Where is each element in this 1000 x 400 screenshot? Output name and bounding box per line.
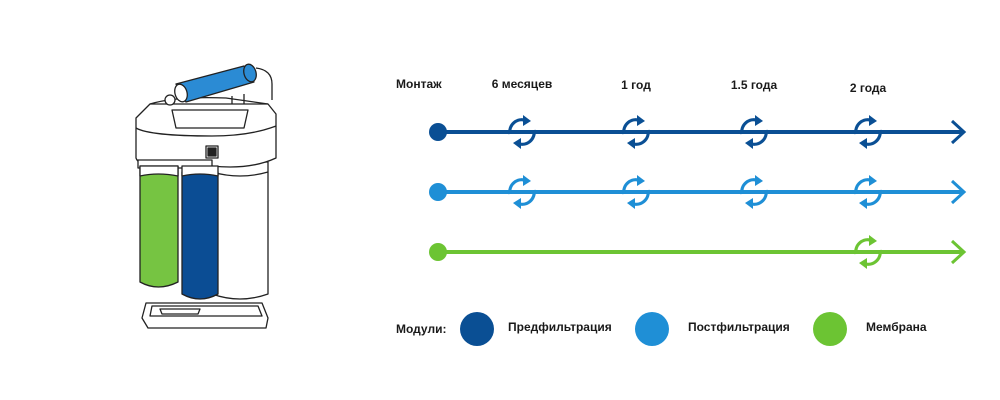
- track-arrowhead: [950, 119, 967, 145]
- legend-items: Предфильтрация Постфильтрация Мембрана: [460, 312, 927, 346]
- legend-label: Мембрана: [866, 320, 927, 334]
- replace-cycle-icon: [854, 175, 882, 209]
- milestone-label: 6 месяцев: [492, 77, 553, 91]
- track-postfilter: [429, 175, 967, 209]
- install-dot: [429, 123, 447, 141]
- legend-swatch: [635, 312, 669, 346]
- postfilter-cartridge: [164, 63, 273, 106]
- filter-system-illustration: [135, 63, 277, 329]
- legend-swatch: [813, 312, 847, 346]
- tracks: [429, 115, 967, 269]
- replace-cycle-icon: [740, 115, 768, 149]
- track-arrowhead: [950, 179, 967, 205]
- track-prefilter: [429, 115, 967, 149]
- legend-item: Постфильтрация: [635, 312, 790, 346]
- install-dot: [429, 183, 447, 201]
- install-dot: [429, 243, 447, 261]
- milestone-label: 2 года: [850, 81, 887, 95]
- timeline: Монтаж 6 месяцев 1 год 1.5 года 2 года: [396, 77, 967, 269]
- legend: Модули: Предфильтрация Постфильтрация Мемб…: [396, 312, 927, 346]
- track-membrane: [429, 235, 967, 269]
- legend-title: Модули:: [396, 322, 446, 336]
- legend-item: Предфильтрация: [460, 312, 612, 346]
- replace-cycle-icon: [740, 175, 768, 209]
- legend-item: Мембрана: [813, 312, 927, 346]
- replace-cycle-icon: [854, 235, 882, 269]
- prefilter-cartridge: [181, 171, 219, 300]
- track-arrowhead: [950, 239, 967, 265]
- replace-cycle-icon: [622, 115, 650, 149]
- replace-cycle-icon: [508, 115, 536, 149]
- milestone-labels: 6 месяцев 1 год 1.5 года 2 года: [492, 77, 887, 95]
- replace-cycle-icon: [854, 115, 882, 149]
- replace-cycle-icon: [622, 175, 650, 209]
- membrane-cartridge: [139, 165, 179, 288]
- start-label: Монтаж: [396, 77, 442, 91]
- legend-label: Предфильтрация: [508, 320, 612, 334]
- legend-swatch: [460, 312, 494, 346]
- milestone-label: 1.5 года: [731, 78, 778, 92]
- legend-label: Постфильтрация: [688, 320, 790, 334]
- milestone-label: 1 год: [621, 78, 651, 92]
- replace-cycle-icon: [508, 175, 536, 209]
